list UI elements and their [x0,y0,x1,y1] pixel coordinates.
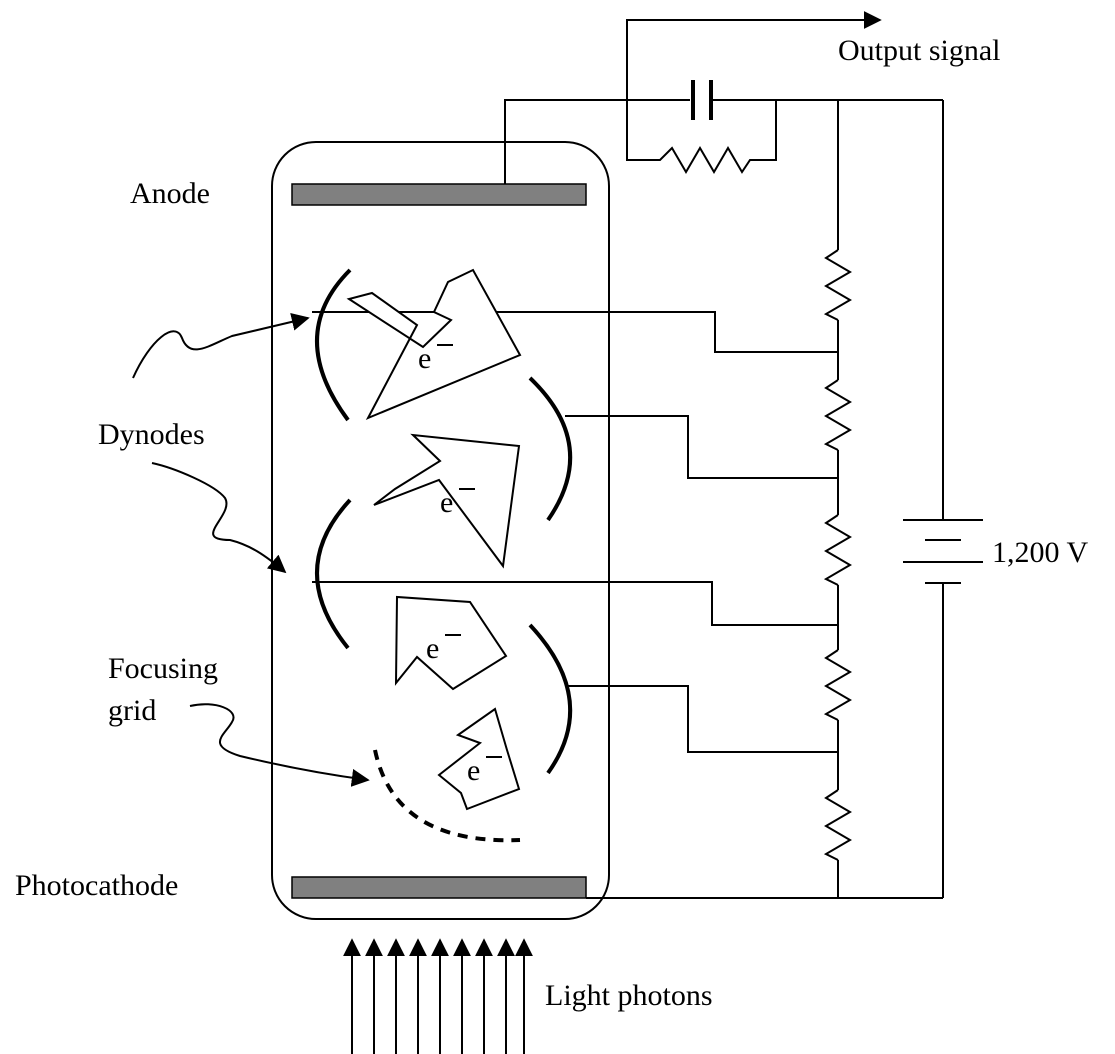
svg-text:e: e [467,754,480,787]
dynode-4-wire [565,685,838,753]
anode-plate [291,183,587,206]
dynode-3 [315,498,352,650]
dynodes-pointer-lower [151,462,287,574]
electron-label-3: e [426,632,461,665]
dynode-2 [528,376,573,522]
focusing-grid [373,749,521,843]
electron-arrow-1 [346,268,522,420]
battery-icon [903,519,983,584]
dynodes-pointer-upper [132,312,310,379]
svg-text:e: e [440,486,453,519]
dynode-4 [528,623,573,775]
capacitor-icon [691,80,713,120]
dynode-1-wire [312,311,838,353]
anode-lead [504,99,690,184]
voltage-label: 1,200 V [992,536,1088,569]
light-photons-label: Light photons [545,979,713,1012]
output-signal-wire [626,11,882,100]
dynode-3-wire [312,581,838,626]
dynodes-label: Dynodes [98,418,205,451]
svg-text:e: e [418,342,431,375]
resistor-icon [626,100,777,174]
electron-label-1: e [418,342,453,375]
photocathode-plate [291,876,587,899]
electron-label-2: e [440,486,475,519]
focusing-grid-label-line2: grid [108,694,156,727]
svg-text:e: e [426,632,439,665]
dynode-1 [315,268,352,422]
focusing-grid-label-line1: Focusing [108,652,218,685]
electron-arrow-3 [394,595,508,691]
anode-label: Anode [130,177,210,210]
light-photon-arrows [343,938,533,1054]
photocathode-label: Photocathode [15,869,178,902]
electron-arrow-2 [373,433,521,569]
tube-envelope [271,141,610,920]
electron-arrow-4 [437,707,521,811]
output-signal-label: Output signal [838,34,1001,67]
focusing-grid-pointer [189,703,370,787]
voltage-divider [823,100,852,898]
electron-label-4: e [467,754,502,787]
dynode-2-wire [565,415,838,479]
